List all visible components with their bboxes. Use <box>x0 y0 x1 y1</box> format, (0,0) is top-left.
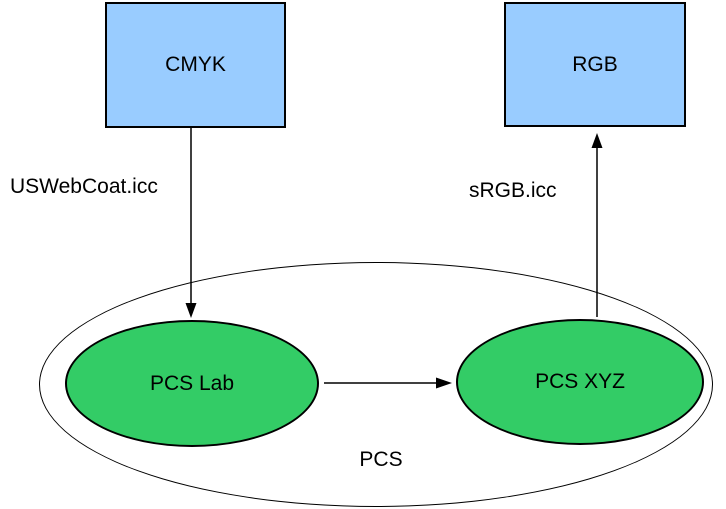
node-cmyk-label: CMYK <box>165 53 226 76</box>
node-pcs-xyz-label: PCS XYZ <box>535 370 625 393</box>
edge-label-uswebcoat: USWebCoat.icc <box>10 175 158 198</box>
node-rgb: RGB <box>504 2 686 127</box>
node-pcs-xyz: PCS XYZ <box>456 319 704 445</box>
node-pcs-lab: PCS Lab <box>65 320 319 447</box>
arrow-pcsxyz-to-rgb <box>591 133 603 317</box>
node-pcs-lab-label: PCS Lab <box>149 371 235 395</box>
node-rgb-label: RGB <box>572 52 618 76</box>
edge-label-srgb: sRGB.icc <box>469 179 557 202</box>
arrowhead-up-icon <box>591 133 603 148</box>
node-pcs-container-label: PCS <box>359 448 403 471</box>
node-cmyk: CMYK <box>105 2 286 128</box>
